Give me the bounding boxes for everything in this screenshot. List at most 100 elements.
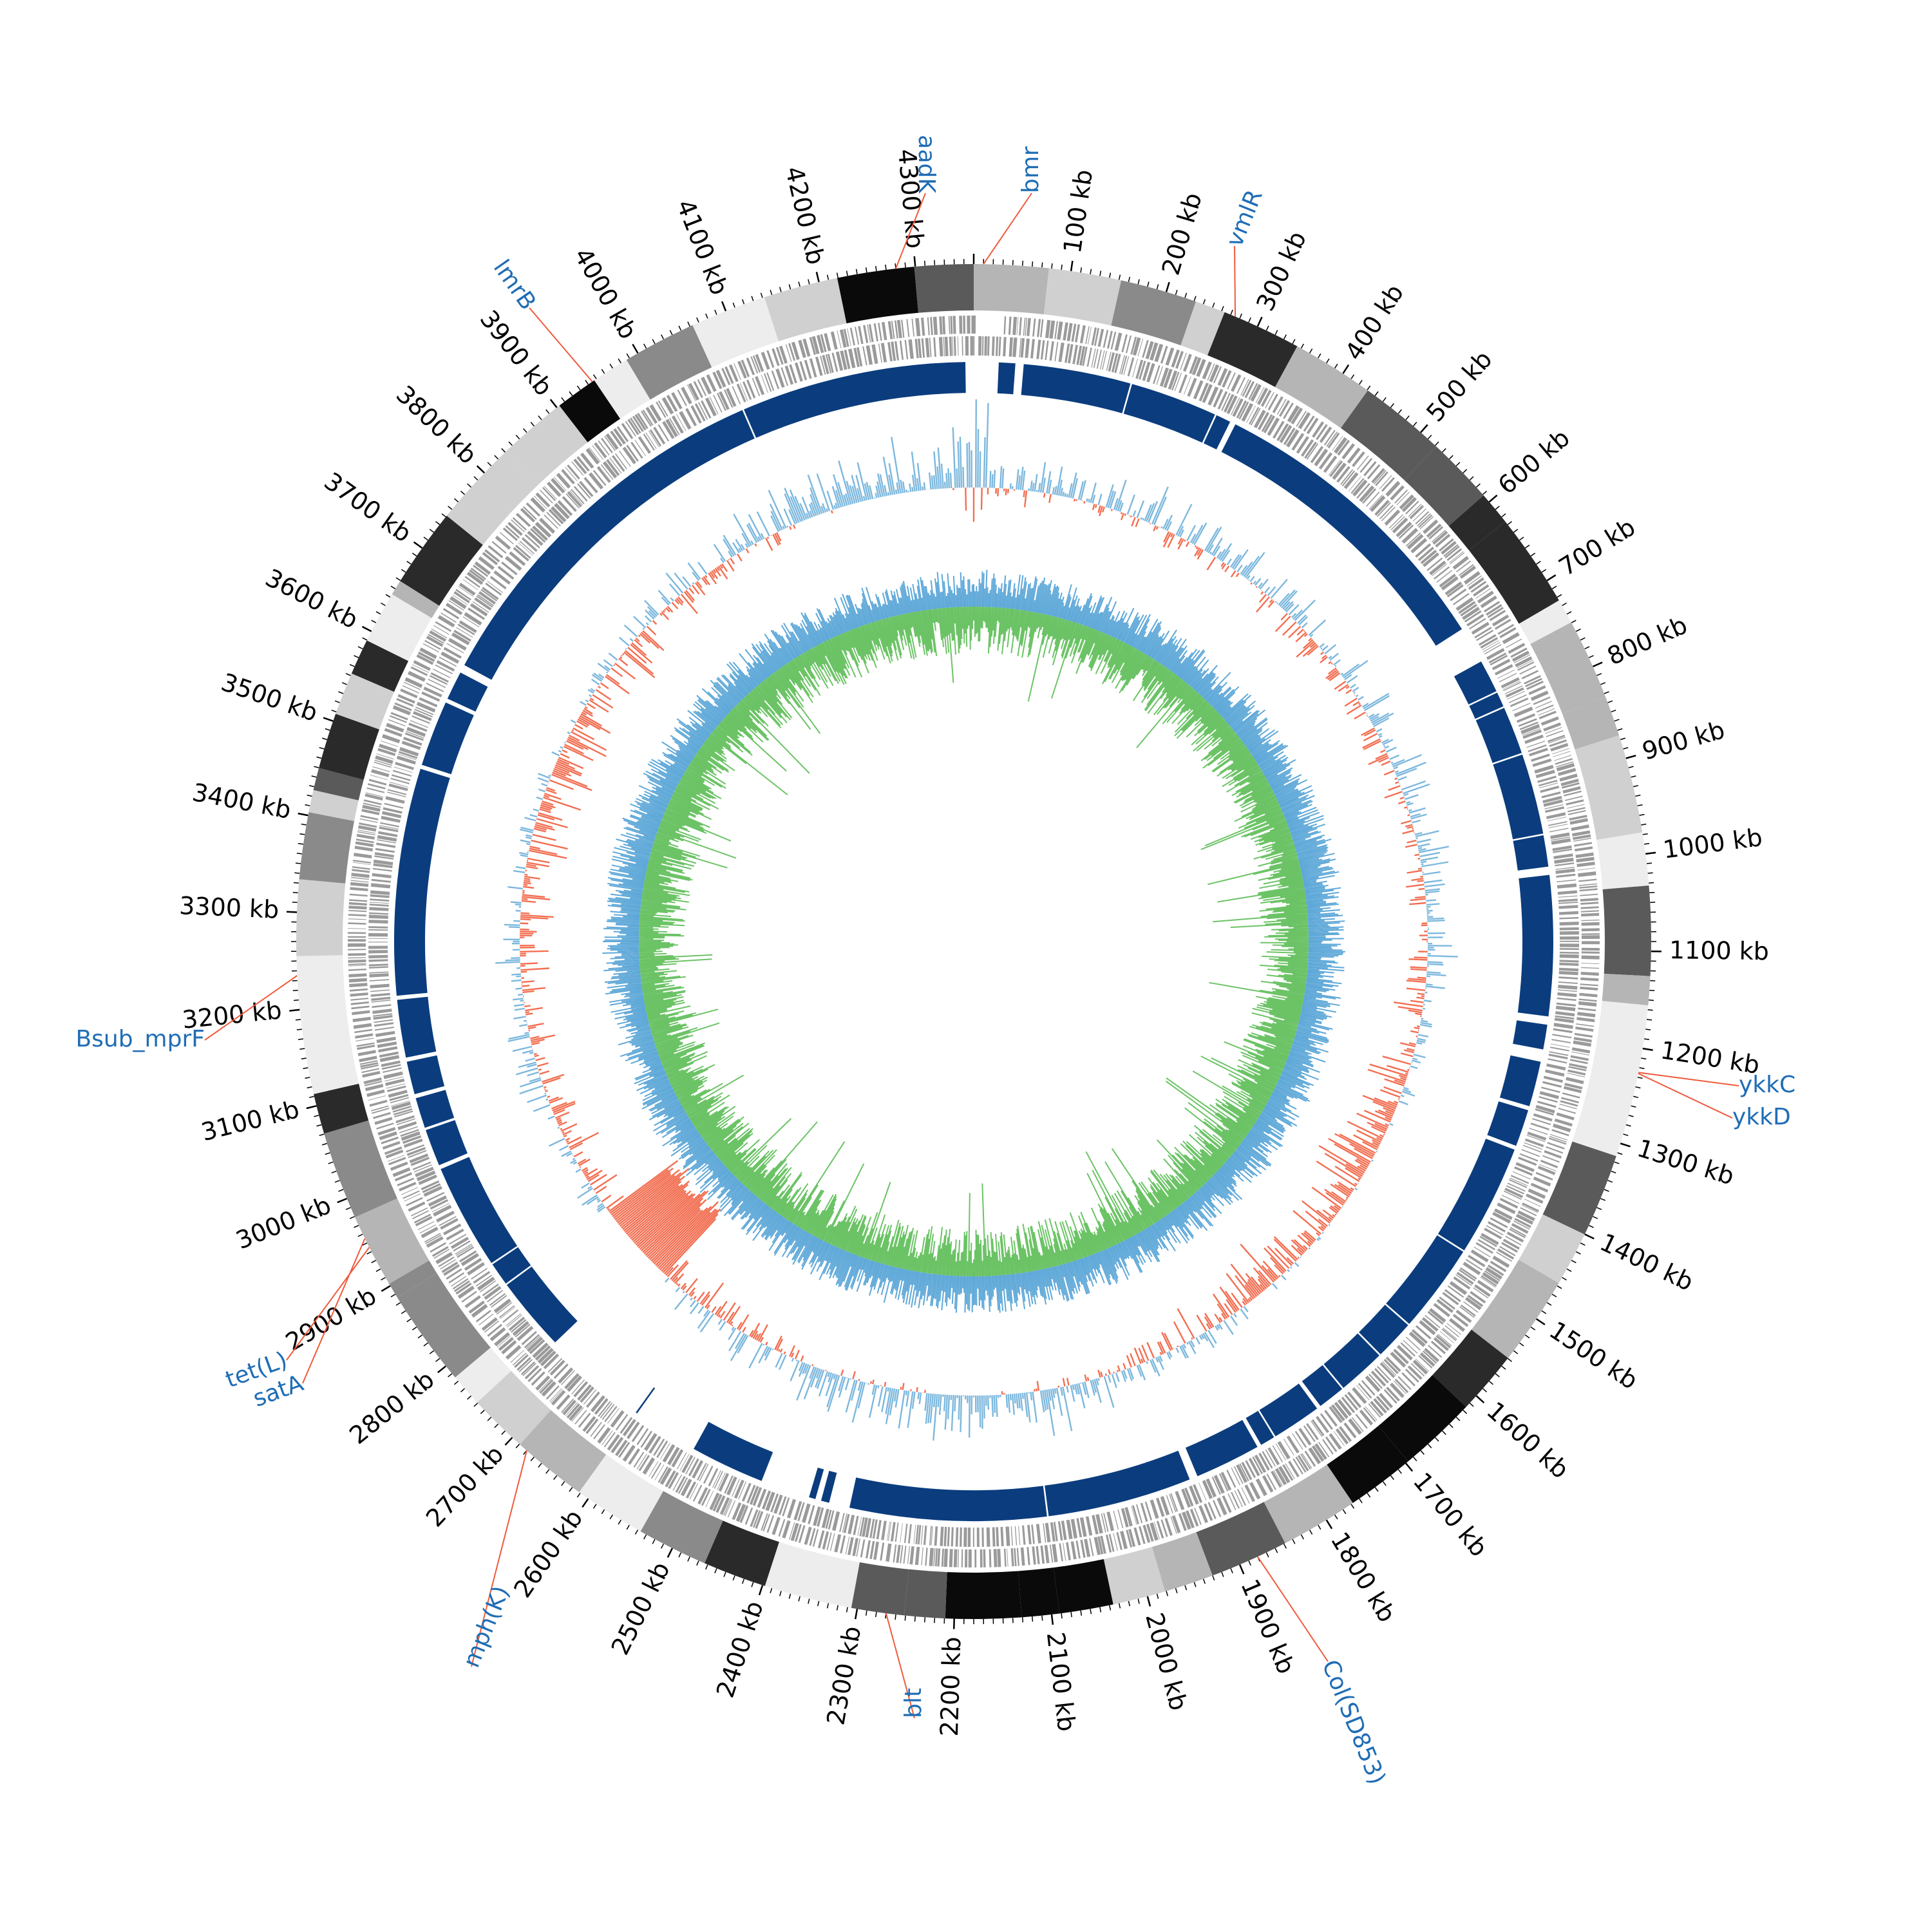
cds-forward — [526, 502, 541, 517]
cds-forward — [353, 860, 372, 864]
cds-reverse — [923, 1525, 927, 1545]
assembly-block — [415, 1090, 455, 1128]
cds-reverse — [1492, 659, 1511, 670]
cds-forward — [510, 1350, 524, 1363]
cds-reverse — [1181, 1488, 1191, 1508]
cds-reverse — [1558, 967, 1579, 972]
cds-forward — [1396, 491, 1410, 506]
cds-reverse — [1411, 1329, 1428, 1344]
cds-reverse — [1541, 791, 1561, 799]
cds-forward — [753, 1510, 761, 1528]
cds-reverse — [671, 415, 684, 434]
cds-forward — [1267, 393, 1278, 411]
cds-reverse — [1139, 361, 1146, 380]
cds-forward — [1164, 1518, 1173, 1536]
minor-tick — [687, 321, 690, 327]
cds-reverse — [446, 1228, 464, 1240]
cds-reverse — [1381, 506, 1396, 522]
cds-forward — [1266, 1473, 1276, 1490]
cds-reverse — [440, 651, 460, 664]
cds-reverse — [544, 515, 558, 529]
minor-tick — [1230, 309, 1233, 315]
cds-reverse — [848, 348, 856, 368]
minor-tick — [1482, 491, 1487, 495]
cds-reverse — [618, 450, 631, 467]
cds-forward — [1465, 1297, 1482, 1311]
cds-forward — [627, 419, 639, 435]
assembly-block — [1386, 1235, 1464, 1324]
cds-reverse — [789, 364, 797, 384]
minor-tick — [1413, 1456, 1417, 1461]
cds-forward — [654, 1464, 665, 1481]
cds-reverse — [907, 1524, 912, 1544]
cds-reverse — [428, 679, 446, 688]
cds-forward — [567, 464, 580, 480]
cds-reverse — [408, 1150, 427, 1159]
cds-forward — [1217, 368, 1228, 386]
cds-forward — [1424, 1348, 1439, 1363]
cds-reverse — [1541, 1086, 1560, 1094]
cds-forward — [1548, 734, 1566, 743]
cds-reverse — [872, 1519, 878, 1539]
contig-segment — [1530, 622, 1606, 714]
cds-forward — [1576, 1023, 1595, 1027]
cds-reverse — [1202, 1480, 1213, 1499]
cds-forward — [495, 535, 511, 550]
cds-forward — [737, 361, 747, 379]
cds-reverse — [813, 1506, 821, 1526]
cds-forward — [677, 389, 687, 406]
cds-forward — [942, 316, 946, 335]
cds-forward — [1443, 1327, 1457, 1340]
cds-forward — [802, 338, 811, 357]
cds-reverse — [1554, 1018, 1574, 1023]
cds-forward — [571, 461, 584, 476]
cds-forward — [766, 1515, 775, 1533]
minor-tick — [1637, 1077, 1643, 1079]
cds-forward — [1558, 1108, 1576, 1114]
cds-forward — [1394, 489, 1408, 504]
cds-forward — [1482, 1272, 1499, 1285]
cds-reverse — [627, 1421, 640, 1439]
cds-reverse — [497, 565, 515, 580]
cds-forward — [1103, 330, 1109, 348]
cds-forward — [350, 880, 369, 883]
cds-forward — [478, 1313, 494, 1325]
cds-reverse — [1238, 401, 1249, 420]
cds-forward — [1044, 1545, 1050, 1564]
cds-forward — [1432, 531, 1448, 545]
cds-reverse — [717, 1472, 726, 1490]
cds-forward — [355, 1037, 374, 1042]
cds-reverse — [1045, 1522, 1051, 1542]
minor-tick — [538, 415, 542, 421]
cds-forward — [997, 1549, 1001, 1567]
cds-reverse — [1547, 817, 1566, 822]
cds-forward — [1435, 1334, 1452, 1349]
minor-tick — [1292, 339, 1296, 345]
cds-forward — [949, 1549, 953, 1567]
cds-reverse — [1127, 357, 1135, 377]
cds-forward — [354, 1028, 373, 1034]
contig-segment — [397, 1273, 491, 1378]
minor-tick — [1507, 521, 1512, 526]
cds-reverse — [1502, 1195, 1520, 1204]
cds-reverse — [1184, 1487, 1194, 1507]
cds-forward — [1542, 1155, 1560, 1163]
cds-reverse — [580, 1386, 594, 1403]
cds-reverse — [848, 1515, 855, 1535]
minor-tick — [296, 853, 302, 855]
minor-tick — [1427, 435, 1432, 440]
cds-reverse — [453, 630, 471, 642]
cds-forward — [518, 1359, 533, 1372]
cds-forward — [633, 1452, 645, 1468]
cds-reverse — [462, 616, 480, 628]
cds-reverse — [507, 1314, 522, 1328]
cds-reverse — [532, 1342, 549, 1358]
cds-reverse — [1539, 782, 1558, 788]
cds-reverse — [1527, 1132, 1547, 1141]
cds-forward — [1165, 347, 1175, 366]
cds-forward — [1575, 1027, 1594, 1032]
cds-forward — [1145, 341, 1154, 359]
minor-tick — [1367, 385, 1371, 391]
cds-reverse — [908, 339, 914, 359]
cds-reverse — [1316, 1416, 1329, 1434]
